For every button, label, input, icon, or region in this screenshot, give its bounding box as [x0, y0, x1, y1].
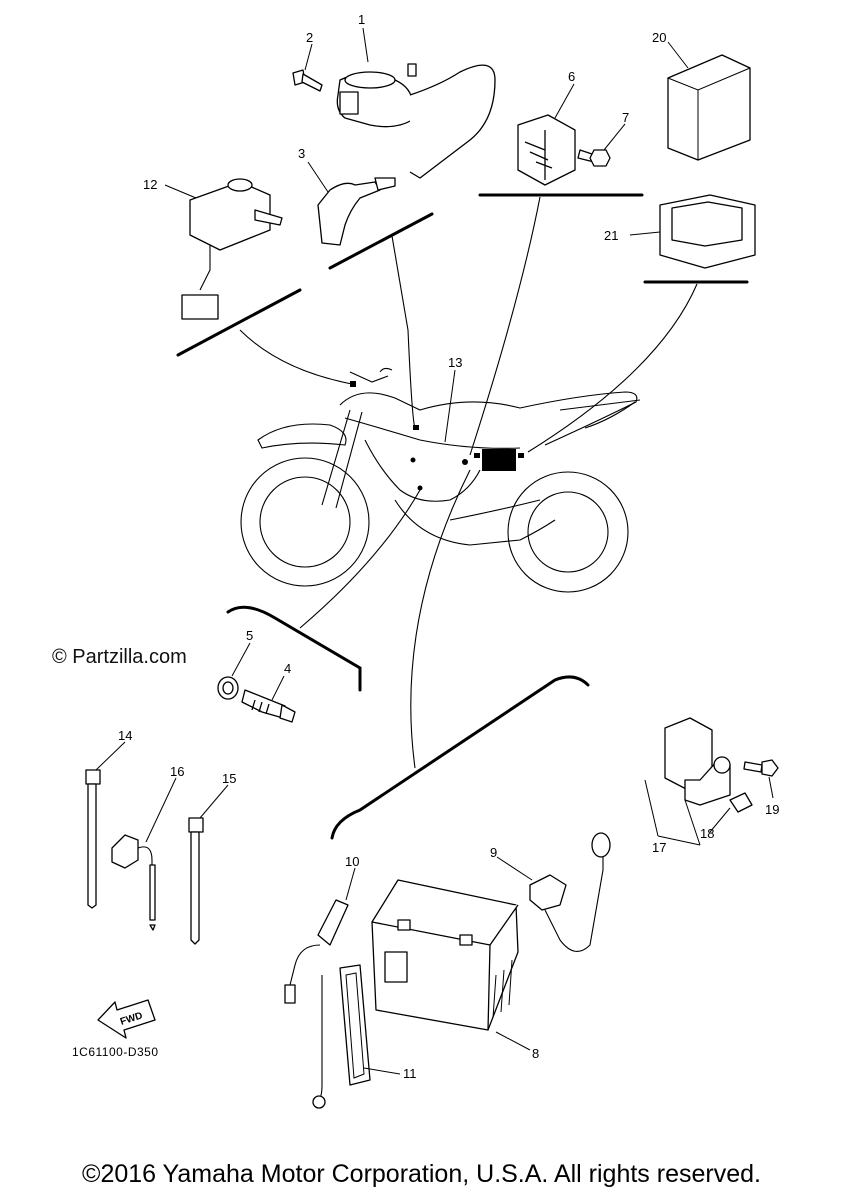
- callout-7: 7: [622, 110, 629, 125]
- callout-6: 6: [568, 69, 575, 84]
- gasket-washer: [217, 676, 239, 700]
- battery-band: [339, 964, 371, 1086]
- callout-15: 15: [222, 771, 236, 786]
- callout-19: 19: [765, 802, 779, 817]
- motorcycle-outline: [240, 367, 641, 593]
- cable-tie-15: [188, 817, 204, 945]
- callout-4: 4: [284, 661, 291, 676]
- callout-18: 18: [700, 826, 714, 841]
- callout-14: 14: [118, 728, 132, 743]
- cdi-unit: [667, 54, 751, 161]
- callout-2: 2: [306, 30, 313, 45]
- battery: [371, 879, 519, 1031]
- group-leaders: [176, 193, 749, 840]
- callout-10: 10: [345, 854, 359, 869]
- fwd-arrow-icon: [97, 999, 156, 1039]
- callout-12: 12: [143, 177, 157, 192]
- callout-8: 8: [532, 1046, 539, 1061]
- fuse: [729, 792, 753, 813]
- callout-5: 5: [246, 628, 253, 643]
- callout-1: 1: [358, 12, 365, 27]
- callout-13: 13: [448, 355, 462, 370]
- callout-21: 21: [604, 228, 618, 243]
- starter-relay: [181, 178, 283, 320]
- cable-tie-14: [85, 769, 101, 909]
- bolt-2: [292, 69, 323, 92]
- bolt-19: [743, 759, 779, 777]
- sub-harness-lead: [284, 899, 349, 1109]
- callout-labels: 1 2 3 4 5 6 7 8 9 10 11 12 13 14 15 16 1…: [118, 12, 779, 1081]
- callout-17: 17: [652, 840, 666, 855]
- starter-relay-assy: [664, 717, 731, 806]
- callout-3: 3: [298, 146, 305, 161]
- callout-11: 11: [403, 1066, 417, 1081]
- ignition-coil: [336, 63, 496, 179]
- copyright-text: ©2016 Yamaha Motor Corporation, U.S.A. A…: [82, 1160, 761, 1188]
- connector-cover: [111, 834, 156, 931]
- callout-16: 16: [170, 764, 184, 779]
- callout-20: 20: [652, 30, 666, 45]
- callout-leaders: [95, 27, 774, 1075]
- bolt-7: [577, 149, 611, 167]
- cdi-cover: [659, 194, 756, 269]
- callout-9: 9: [490, 845, 497, 860]
- rectifier-regulator: [517, 114, 576, 186]
- neutral-switch: [241, 689, 296, 723]
- battery-cable: [529, 832, 611, 952]
- spark-plug-cap: [317, 177, 396, 246]
- watermark: © Partzilla.com: [52, 646, 187, 668]
- diagram-code: 1C61100-D350: [72, 1045, 159, 1059]
